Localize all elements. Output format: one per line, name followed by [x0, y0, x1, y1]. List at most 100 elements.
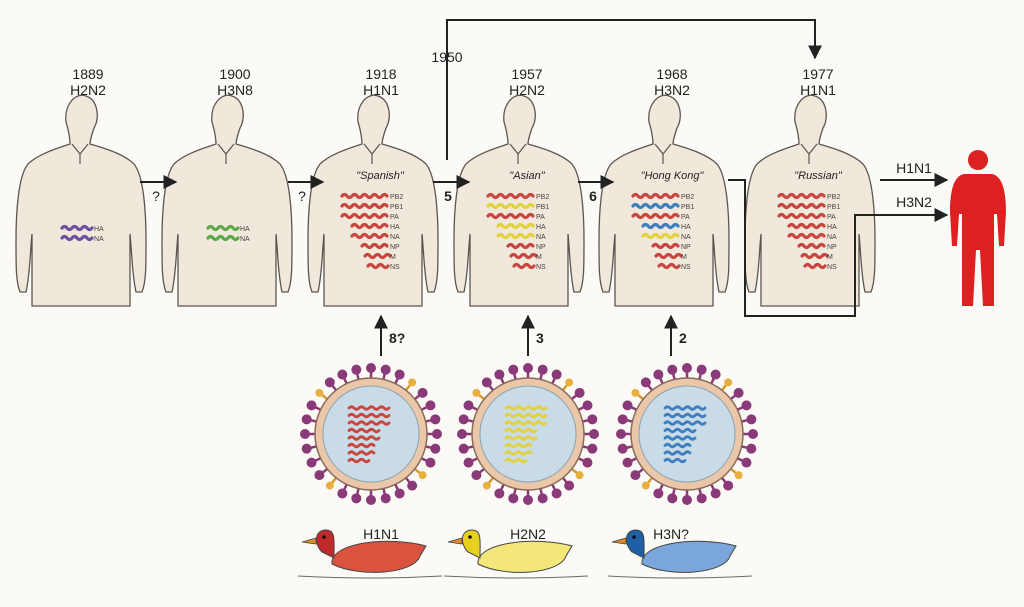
- rna-segment-m: [509, 252, 538, 260]
- rna-segment-pb1: [631, 202, 680, 210]
- spike-head: [564, 480, 575, 491]
- virus-capsid: [479, 385, 577, 483]
- spike-head: [351, 364, 362, 375]
- gene-label-np: NP: [681, 244, 691, 251]
- spike-head: [458, 443, 469, 454]
- spike-head: [300, 429, 310, 439]
- transition-label-2: ?: [298, 188, 306, 204]
- spike-head: [432, 429, 442, 439]
- duck-head: [462, 529, 481, 559]
- spike-head: [366, 495, 376, 505]
- spike-head: [696, 493, 707, 504]
- rna-segment-np: [506, 242, 535, 250]
- spike-head: [463, 457, 474, 468]
- avian-subtype-h3n: H3N?: [653, 526, 689, 542]
- gene-label-m: M: [681, 254, 687, 261]
- gene-label-ha: HA: [827, 224, 837, 231]
- transition-label-1: ?: [152, 188, 160, 204]
- spike-head: [640, 377, 651, 388]
- gene-label-ha: HA: [240, 226, 250, 233]
- rna-segment-ha: [206, 224, 240, 232]
- spike-head: [617, 414, 628, 425]
- rna-segment-na: [496, 232, 535, 240]
- virus-rna-segment: [504, 450, 533, 456]
- transition-label-4: 6: [589, 188, 597, 204]
- virus-rna-segment: [504, 442, 533, 449]
- duck-head: [316, 529, 335, 559]
- spike-head: [417, 387, 428, 398]
- duck-bill: [611, 537, 627, 545]
- water-line: [443, 575, 589, 579]
- person-1968-year: 1968: [656, 66, 688, 82]
- rna-segment-pb2: [486, 192, 535, 200]
- gene-label-m: M: [390, 254, 396, 261]
- gene-label-pb1: PB1: [536, 204, 549, 211]
- avian-virus-2: [616, 363, 758, 505]
- people-layer: HANAHANAPB2PB1PAHANANPMNSPB2PB1PAHANANPM…: [15, 94, 876, 307]
- rna-segment-na: [206, 234, 240, 242]
- water-line: [607, 575, 753, 579]
- spike-head: [407, 480, 418, 491]
- person-silhouette: [453, 94, 585, 307]
- spike-head: [494, 369, 505, 380]
- spike-head: [746, 443, 757, 454]
- gene-label-np: NP: [536, 244, 546, 251]
- gene-label-na: NA: [536, 234, 546, 241]
- spike-head: [574, 387, 585, 398]
- rna-segment-ha: [60, 224, 94, 232]
- spike-head: [314, 470, 325, 481]
- spike-head: [380, 493, 391, 504]
- spike-head: [425, 400, 436, 411]
- virus-rna-segment: [663, 450, 692, 456]
- modern-human-figure: [950, 150, 1006, 306]
- spike-head: [575, 471, 584, 480]
- rna-segment-pb1: [777, 202, 826, 210]
- rna-segment-ns: [657, 262, 681, 270]
- gene-label-ha: HA: [536, 224, 546, 231]
- spike-head: [653, 488, 664, 499]
- gene-label-pb2: PB2: [827, 194, 840, 201]
- duck-layer: [297, 529, 753, 579]
- gene-label-na: NA: [94, 236, 104, 243]
- spike-head: [622, 457, 633, 468]
- avian-virus-0: [300, 363, 442, 505]
- contribution-h1n1: 8?: [389, 330, 406, 346]
- spike-head: [667, 493, 678, 504]
- spike-head: [463, 400, 474, 411]
- virus-rna-segment: [663, 442, 692, 449]
- rna-segment-np: [797, 242, 826, 250]
- virus-rna-segment: [504, 405, 548, 411]
- rna-segment-ha: [641, 222, 680, 230]
- rna-segment-ha: [496, 222, 535, 230]
- duck-head: [626, 529, 645, 559]
- spike-head: [746, 414, 757, 425]
- gene-label-m: M: [827, 254, 833, 261]
- duck-1: [443, 529, 589, 579]
- rna-segment-m: [800, 252, 829, 260]
- gene-label-pa: PA: [536, 214, 545, 221]
- gene-label-pa: PA: [827, 214, 836, 221]
- person-1889-subtype: H2N2: [70, 82, 106, 98]
- contribution-h3n: 2: [679, 330, 687, 346]
- virus-rna-segment: [347, 457, 371, 464]
- virus-rna-segment: [663, 405, 707, 411]
- virus-rna-segment: [663, 435, 697, 441]
- rna-segment-ns: [366, 262, 390, 270]
- person-1889-year: 1889: [72, 66, 104, 82]
- spike-head: [301, 443, 312, 454]
- gene-label-na: NA: [390, 234, 400, 241]
- spike-head: [582, 457, 593, 468]
- spike-head: [508, 364, 519, 375]
- spike-head: [733, 387, 744, 398]
- virus-layer: [300, 363, 758, 505]
- spike-head: [306, 457, 317, 468]
- output-h1n1: H1N1: [896, 160, 932, 176]
- spike-head: [380, 364, 391, 375]
- gene-label-ns: NS: [681, 264, 691, 271]
- arrow-1968-to-human: [728, 179, 949, 317]
- duck-body: [477, 540, 573, 573]
- spike-head: [587, 414, 598, 425]
- person-1918-subtype: H1N1: [363, 82, 399, 98]
